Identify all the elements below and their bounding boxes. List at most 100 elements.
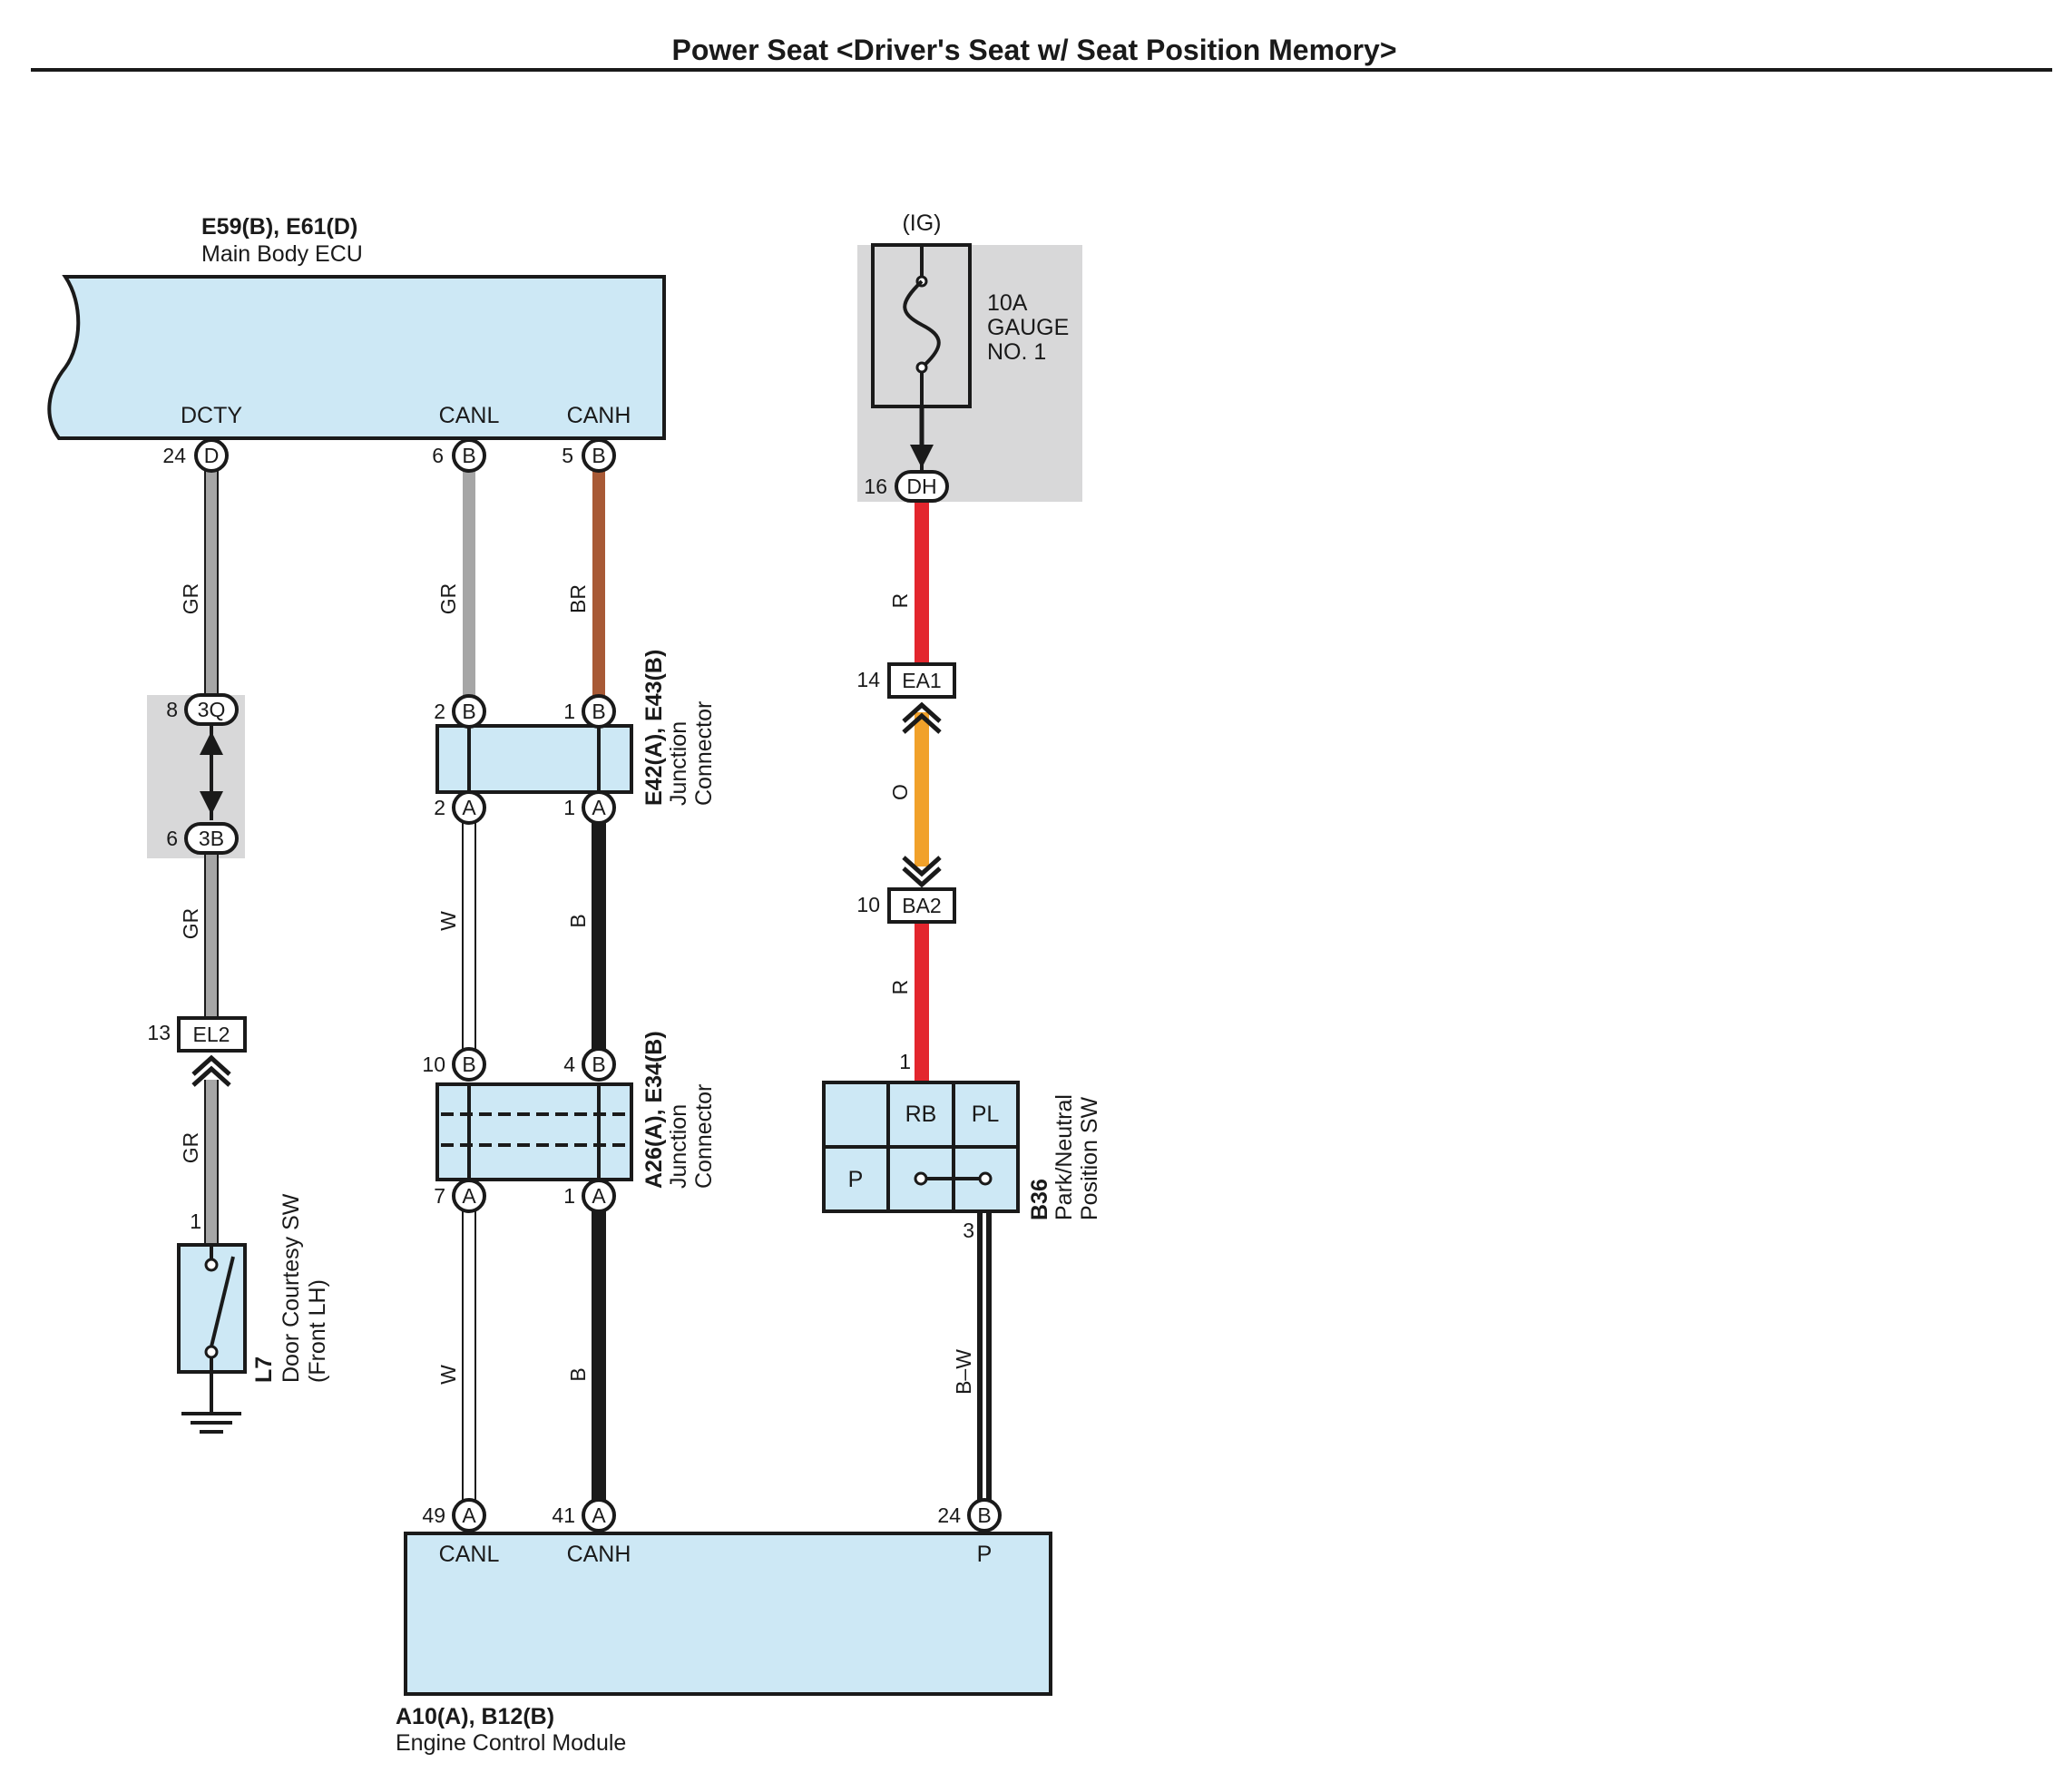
jc1-name-2: Connector: [691, 701, 717, 806]
jc2-pin-bottom-left: 7 A: [434, 1179, 486, 1213]
pin-number: 6: [432, 444, 444, 467]
jc1-pin-top-left: 2 B: [434, 694, 486, 729]
terminal-canh: CANH: [567, 403, 631, 428]
jc1-name-1: Junction: [666, 721, 691, 806]
wire-label-ig-top: R: [888, 593, 912, 609]
wire-label-ig-mid: O: [888, 784, 912, 800]
fuse-icon: [903, 279, 941, 369]
main-body-ecu: E59(B), E61(D) Main Body ECU DCTY CANL C…: [47, 214, 666, 473]
pin-circle: [582, 790, 616, 825]
pin-number: 1: [899, 1050, 911, 1073]
pin-connector: D: [204, 444, 220, 467]
pin-connector: B: [462, 700, 475, 723]
ecm-code: A10(A), B12(B): [396, 1704, 554, 1729]
jc2-pin-top-left: 10 B: [422, 1047, 486, 1082]
pin-connector: B: [462, 1053, 475, 1076]
pin-connector: A: [592, 1184, 606, 1208]
arrow-down-icon: [910, 445, 934, 468]
junction-box: [435, 1082, 633, 1181]
pin-number: 8: [166, 698, 178, 721]
pin-oval: [184, 693, 239, 726]
connector-ea1: 14 EA1: [856, 662, 956, 734]
connector-3b: 6 3B: [166, 822, 239, 855]
wire-label-canh-top: BR: [566, 584, 590, 613]
switch-contact-left: [914, 1171, 928, 1186]
switch-contact-bottom: [204, 1345, 219, 1359]
pin-connector: A: [592, 1503, 606, 1527]
pin-connector: A: [462, 1184, 476, 1208]
jc2-pin-top-right: 4 B: [563, 1047, 616, 1082]
wire-label-canl-mid: W: [436, 911, 460, 931]
pin-circle: [582, 1498, 616, 1533]
pnp-sw-name-2: Position SW: [1077, 1096, 1102, 1220]
pin-number: 2: [434, 796, 445, 819]
pin-connector: A: [592, 796, 606, 819]
pin-number: 10: [422, 1053, 445, 1076]
jc2-name-2: Connector: [691, 1084, 717, 1189]
jc1-code: E42(A), E43(B): [641, 650, 667, 806]
pin-connector: 3B: [199, 827, 224, 850]
pin-number: 24: [162, 444, 186, 467]
connector-el2: 13 EL2: [147, 1016, 247, 1087]
pin-circle: [452, 438, 486, 473]
pin-circle: [582, 1047, 616, 1082]
terminal-canl: CANL: [439, 403, 500, 428]
ecu-pin-dcty: 24 D: [162, 438, 229, 473]
pin-number: 49: [422, 1503, 445, 1527]
wire-label-dcty-mid: GR: [179, 908, 202, 940]
pin-number: 6: [166, 827, 178, 850]
pin-number: 14: [856, 668, 880, 691]
pin-connector: B: [977, 1503, 991, 1527]
pin-number: 2: [434, 700, 445, 723]
pin-circle: [582, 694, 616, 729]
fuse-block: (IG) 10A GAUGE NO. 1 16 DH: [864, 211, 1069, 503]
connector-box: [887, 662, 956, 699]
pin-oval: [184, 822, 239, 855]
ecu-pin-canl: 6 B: [432, 438, 486, 473]
fuse-pin-dh: 16 DH: [864, 470, 949, 503]
terminal-canh: CANH: [567, 1542, 631, 1567]
wire-label-canh-mid: B: [566, 914, 590, 927]
pin-connector: A: [462, 796, 476, 819]
pin-circle: [967, 1498, 1002, 1533]
pin-circle: [582, 1179, 616, 1213]
jc2-pin-bottom-right: 1 A: [563, 1179, 616, 1213]
jc1-pin-top-right: 1 B: [563, 694, 616, 729]
arrow-down-icon: [200, 791, 223, 815]
connector-ba2: 10 BA2: [856, 856, 956, 924]
pin-connector: B: [592, 444, 605, 467]
cell-pl: PL: [972, 1102, 1000, 1127]
pin-number: 1: [563, 700, 575, 723]
pin-connector: EA1: [902, 669, 941, 692]
pin-circle: [452, 1179, 486, 1213]
pin-connector: B: [462, 444, 475, 467]
connector-box: [177, 1016, 247, 1053]
pin-number: 10: [856, 893, 880, 916]
ecm-pin-canh: 41 A: [552, 1498, 616, 1533]
pin-connector: 3Q: [198, 698, 226, 721]
pnp-sw-code: B36: [1027, 1179, 1052, 1220]
cell-p: P: [848, 1167, 864, 1192]
terminal-dcty: DCTY: [181, 403, 242, 428]
pin-circle: [194, 438, 229, 473]
door-sw-code: L7: [251, 1356, 277, 1383]
pin-connector: EL2: [193, 1023, 230, 1046]
cell-rb: RB: [905, 1102, 937, 1127]
pin-number: 13: [147, 1021, 171, 1044]
park-neutral-position-switch: 1 RB PL P 3 B36 Park/Neutral Position SW: [822, 1050, 1102, 1242]
pin-circle: [452, 1498, 486, 1533]
jc1-pin-bottom-left: 2 A: [434, 790, 486, 825]
pin-number: 24: [937, 1503, 961, 1527]
pin-connector: B: [592, 1053, 605, 1076]
fuse-rating: 10A: [987, 290, 1028, 316]
pin-number: 4: [563, 1053, 575, 1076]
diagram-title: Power Seat <Driver's Seat w/ Seat Positi…: [671, 34, 1396, 66]
pnp-sw-name-1: Park/Neutral: [1052, 1094, 1077, 1220]
ecu-pin-canh: 5 B: [562, 438, 616, 473]
ground-icon: [181, 1372, 241, 1434]
pin-connector: BA2: [902, 894, 941, 917]
main-body-ecu-name: Main Body ECU: [201, 241, 363, 267]
ecm-name: Engine Control Module: [396, 1730, 626, 1756]
door-sw-name: Door Courtesy SW: [279, 1193, 304, 1383]
